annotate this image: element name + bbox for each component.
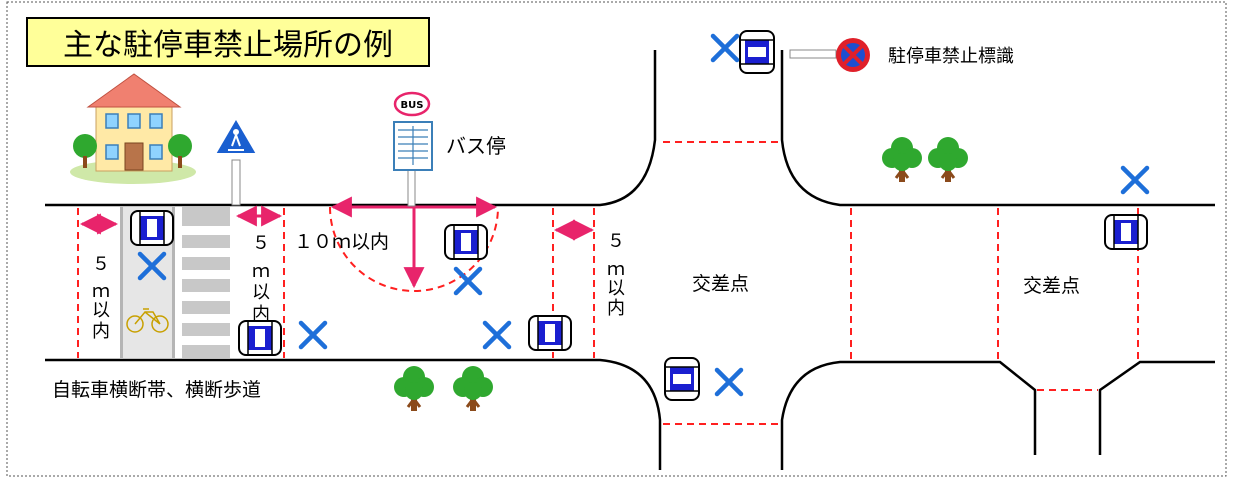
svg-text:５: ５ — [252, 233, 270, 254]
no-parking-x-icon — [485, 323, 509, 347]
car-icon — [130, 210, 174, 246]
outer-frame — [6, 1, 1227, 477]
car-icon — [528, 315, 572, 351]
tree-icon — [451, 364, 495, 413]
car-icon — [238, 320, 282, 356]
no-parking-sign-icon — [789, 38, 870, 72]
svg-text:ｍ: ｍ — [607, 259, 625, 280]
car-icon — [1104, 214, 1148, 250]
five-m-left-label: ５ ｍ 以 内 — [92, 254, 110, 342]
tree-icon — [880, 135, 924, 184]
pedestrian-bicycle-sign-icon — [213, 116, 259, 206]
svg-text:ｍ: ｍ — [252, 261, 270, 282]
road-outlines — [45, 50, 1215, 470]
tree-icon — [392, 364, 436, 413]
no-parking-x-icon — [456, 269, 480, 293]
no-parking-x-icon — [713, 36, 737, 60]
svg-text:内: 内 — [607, 298, 625, 319]
car-icon — [664, 357, 700, 401]
tree-icon — [926, 135, 970, 184]
measure-arrows — [79, 196, 595, 289]
bus-stop-zone — [329, 206, 499, 292]
intersection-label-2: 交差点 — [1023, 275, 1080, 297]
svg-text:内: 内 — [252, 304, 270, 325]
page-title: 主な駐停車禁止場所の例 — [26, 17, 430, 67]
car-icon — [444, 224, 488, 260]
svg-text:以: 以 — [607, 278, 625, 299]
svg-text:ｍ: ｍ — [92, 281, 110, 302]
svg-text:内: 内 — [92, 321, 110, 342]
svg-text:以: 以 — [252, 282, 270, 303]
house-icon — [70, 73, 196, 184]
no-parking-sign-label: 駐停車禁止標識 — [888, 46, 1014, 67]
bus-stop-sign-icon — [393, 91, 433, 207]
no-parking-x-icon — [1123, 168, 1147, 192]
five-m-mid-label: ５ ｍ 以 内 — [252, 233, 270, 325]
svg-text:５: ５ — [92, 254, 110, 275]
five-m-right-label: ５ ｍ 以 内 — [607, 231, 625, 319]
intersection-label-1: 交差点 — [692, 273, 749, 295]
bus-sign-label: BUS — [401, 100, 424, 111]
no-parking-x-icon — [717, 370, 741, 394]
car-icon — [739, 30, 775, 74]
bus-stop-label: バス停 — [446, 134, 506, 158]
bicycle-icon — [126, 308, 169, 333]
ten-m-label: １０ｍ以内 — [294, 231, 389, 253]
svg-text:５: ５ — [607, 231, 625, 252]
no-parking-x-icon — [301, 323, 325, 347]
crossing-label: 自転車横断帯、横断歩道 — [52, 379, 261, 401]
svg-text:以: 以 — [92, 300, 110, 321]
